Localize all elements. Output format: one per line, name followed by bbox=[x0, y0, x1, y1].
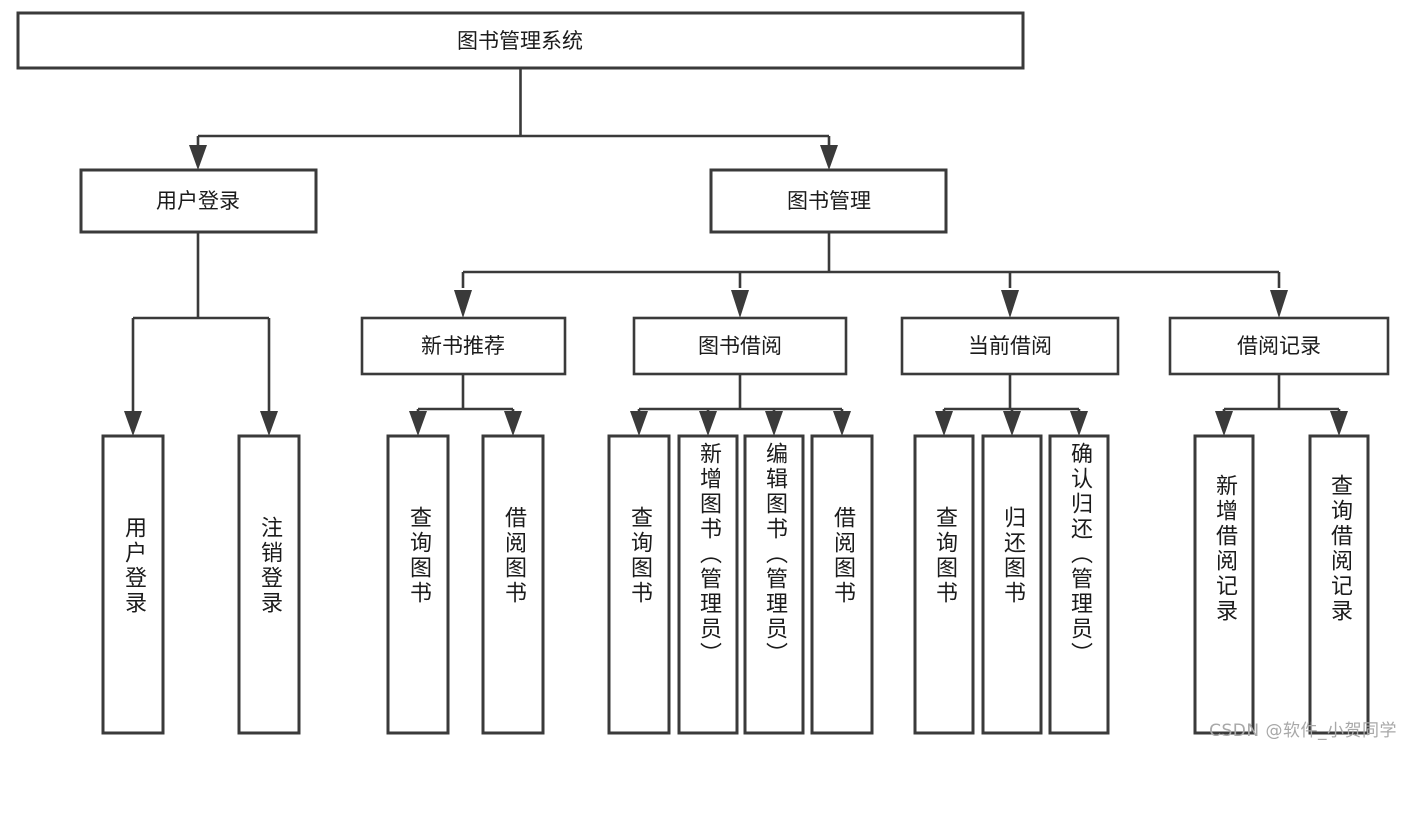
node-new-book-recommend[interactable]: 新书推荐 bbox=[360, 316, 567, 376]
diagram-canvas: 图书管理系统 用户登录 图书管理 新书推荐 图书借阅 当前借阅 借阅记录 bbox=[16, 11, 1390, 735]
connector-newbook-to-leaves bbox=[409, 374, 522, 436]
leaf-box-user-login-1[interactable] bbox=[101, 434, 165, 735]
connector-userlogin-to-leaves bbox=[124, 232, 278, 436]
leaf-box-book-borrow-4[interactable] bbox=[810, 434, 874, 735]
node-borrow-record-label: 借阅记录 bbox=[1237, 334, 1321, 358]
watermark-text: CSDN @软件_小贺同学 bbox=[1209, 721, 1397, 741]
leaf-box-book-borrow-3[interactable] bbox=[743, 434, 805, 735]
node-borrow-record[interactable]: 借阅记录 bbox=[1168, 316, 1390, 376]
node-new-book-recommend-label: 新书推荐 bbox=[421, 334, 505, 358]
leaf-box-borrow-record-1[interactable] bbox=[1193, 434, 1255, 735]
node-user-login-label: 用户登录 bbox=[156, 189, 240, 213]
node-current-borrow-label: 当前借阅 bbox=[968, 334, 1052, 358]
connector-currentborrow-to-leaves bbox=[935, 374, 1088, 436]
leaf-box-book-borrow-2[interactable] bbox=[677, 434, 739, 735]
leaf-box-current-borrow-1[interactable] bbox=[913, 434, 975, 735]
node-root[interactable]: 图书管理系统 bbox=[16, 11, 1025, 70]
node-book-borrow[interactable]: 图书借阅 bbox=[632, 316, 848, 376]
functional-structure-diagram: 图书管理系统 用户登录 图书管理 新书推荐 图书借阅 当前借阅 借阅记录 bbox=[16, 11, 1397, 741]
node-user-login[interactable]: 用户登录 bbox=[79, 168, 318, 234]
node-root-label: 图书管理系统 bbox=[457, 29, 583, 53]
connector-bookborrow-to-leaves bbox=[630, 374, 851, 436]
node-current-borrow[interactable]: 当前借阅 bbox=[900, 316, 1120, 376]
leaf-box-borrow-record-2[interactable] bbox=[1308, 434, 1370, 735]
leaf-box-book-borrow-1[interactable] bbox=[607, 434, 671, 735]
node-book-borrow-label: 图书借阅 bbox=[698, 334, 782, 358]
node-book-management-label: 图书管理 bbox=[787, 189, 871, 213]
connector-bookmgmt-to-level3 bbox=[454, 232, 1288, 318]
leaf-box-new-book-1[interactable] bbox=[386, 434, 450, 735]
connector-root-to-level2 bbox=[189, 68, 838, 170]
leaf-box-current-borrow-2[interactable] bbox=[981, 434, 1043, 735]
leaf-box-current-borrow-3[interactable] bbox=[1048, 434, 1110, 735]
node-book-management[interactable]: 图书管理 bbox=[709, 168, 948, 234]
leaf-box-new-book-2[interactable] bbox=[481, 434, 545, 735]
connector-borrowrecord-to-leaves bbox=[1215, 374, 1348, 436]
leaf-box-user-login-2[interactable] bbox=[237, 434, 301, 735]
